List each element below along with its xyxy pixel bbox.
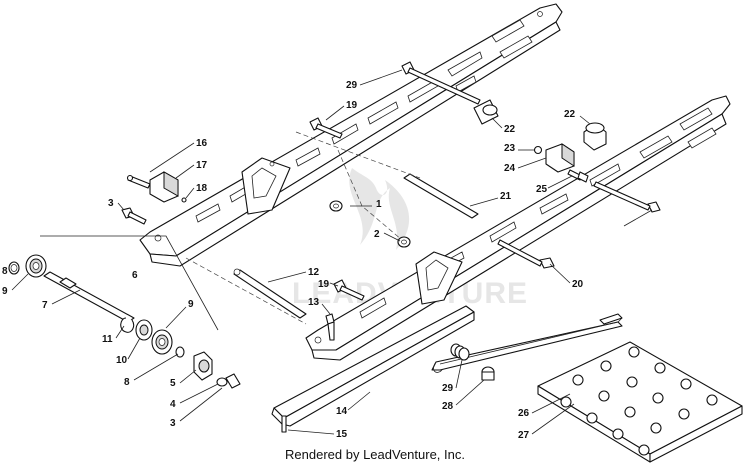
callout-7: 7 [42, 300, 48, 311]
callout-labels: 1 2 3 3 4 5 6 7 8 8 9 9 10 11 12 13 14 1… [2, 69, 653, 441]
callout-1: 1 [376, 199, 382, 210]
screw-13 [325, 313, 335, 341]
block-23 [545, 143, 575, 173]
assembly-bracket-6 [40, 235, 219, 331]
washer-4 [216, 377, 228, 387]
snap-ring-11 [120, 317, 135, 333]
callout-9-right: 9 [188, 299, 194, 310]
screw-15 [281, 415, 287, 433]
bolt-3-upper [121, 207, 147, 225]
bearing-10 [135, 319, 153, 341]
axle-7 [43, 271, 135, 323]
callout-10: 10 [116, 355, 128, 366]
right-slide-rail [305, 95, 731, 361]
track-clips-assembly [537, 341, 743, 463]
bolt-29-upper [401, 61, 481, 105]
block-17 [149, 171, 179, 203]
pin-18 [181, 197, 187, 203]
bolt-3-lower [225, 373, 241, 389]
screw-16 [126, 174, 151, 189]
rod-end [599, 313, 623, 325]
centerline-upper [295, 131, 421, 179]
centerline-lower [185, 257, 307, 325]
callout-5: 5 [170, 378, 176, 389]
spring-28 [450, 343, 470, 361]
bolt-19-right [497, 239, 555, 269]
bolt-29-right [593, 181, 661, 213]
bolt-24 [567, 169, 589, 183]
nut-22 [533, 145, 543, 155]
callout-8-left: 8 [2, 266, 8, 277]
callout-19-right: 20 [572, 279, 584, 290]
callout-24: 25 [536, 184, 548, 195]
bearing-9-left [25, 254, 47, 278]
callout-12: 12 [308, 267, 320, 278]
snap-ring-8-left [8, 261, 20, 275]
callout-22-lower: 23 [504, 143, 516, 154]
spring-rod [431, 317, 623, 373]
callout-4: 4 [170, 399, 176, 410]
callout-25: 26 [518, 408, 530, 419]
callout-23: 24 [504, 163, 516, 174]
bolt-19-lower [333, 279, 365, 301]
callout-27: 28 [442, 401, 454, 412]
hi-fax-slide-14 [271, 305, 475, 427]
callout-29-upper: 29 [346, 80, 358, 91]
callout-13: 13 [308, 297, 320, 308]
callout-28: 29 [442, 383, 454, 394]
track-clip-grid [560, 346, 718, 456]
callout-14: 14 [336, 406, 348, 417]
bolt-19-upper [309, 117, 343, 139]
bearing-9-right [151, 329, 173, 355]
callout-8-right: 8 [124, 377, 130, 388]
callout-21: 22 [504, 124, 516, 135]
callout-15: 15 [336, 429, 348, 440]
callout-19-upper: 19 [346, 100, 358, 111]
callout-22-upper: 22 [564, 109, 576, 120]
snap-ring-8-right [175, 346, 185, 358]
callout-19-lower: 19 [318, 279, 330, 290]
callout-2: 2 [374, 229, 380, 240]
callout-18: 18 [196, 183, 208, 194]
spacer-washer-1 [329, 200, 343, 212]
end-cap-5 [193, 351, 213, 381]
callout-20: 21 [500, 191, 512, 202]
cross-shaft-20 [403, 173, 479, 219]
callout-16: 16 [196, 138, 208, 149]
callout-3-upper: 3 [108, 198, 114, 209]
callout-6: 6 [132, 270, 138, 281]
spacer-washer-2 [397, 236, 411, 248]
callout-17: 17 [196, 160, 208, 171]
bushing-22 [583, 122, 607, 151]
left-slide-rail [139, 3, 563, 267]
callout-11: 11 [102, 334, 113, 345]
footer-credit: Rendered by LeadVenture, Inc. [285, 447, 465, 462]
callout-3-lower: 3 [170, 418, 176, 429]
axle-12 [233, 268, 307, 319]
watermark-logo [349, 168, 410, 250]
cap-27 [481, 366, 495, 381]
callout-26: 27 [518, 430, 530, 441]
callout-9-left: 9 [2, 286, 8, 297]
